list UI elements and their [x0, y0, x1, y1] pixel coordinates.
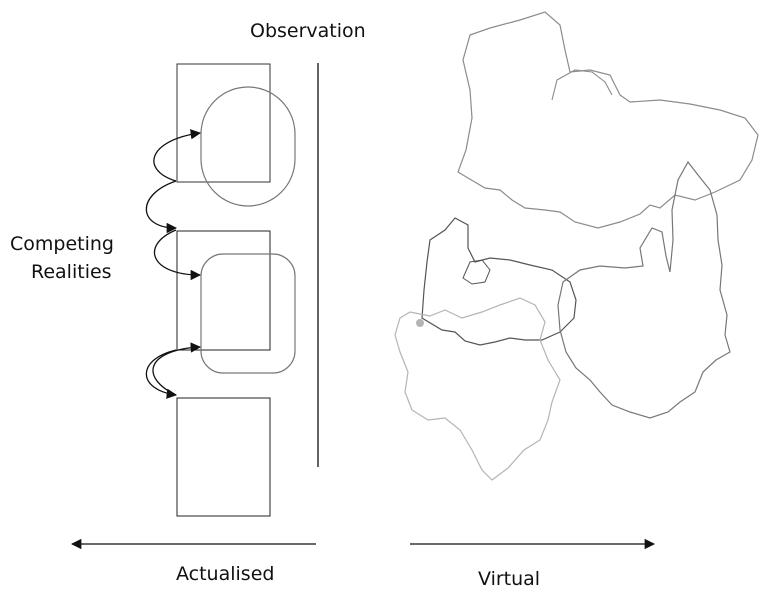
- actualised-box-middle: [176, 230, 271, 351]
- competing-arrow-3: [154, 229, 202, 281]
- virtual-blob-bottom-dot: [416, 319, 424, 327]
- competing-arrow-2: [145, 180, 178, 234]
- virtual-blob-top: [457, 11, 759, 229]
- virtual-blob-middle: [421, 217, 577, 346]
- actualised-box-bottom: [176, 397, 271, 517]
- competing-arrow-5: [152, 342, 202, 396]
- competing-label: Competing: [10, 233, 114, 255]
- observation-label: Observation: [250, 20, 366, 42]
- competing-arrow-4: [145, 349, 178, 399]
- actualised-label: Actualised: [176, 563, 275, 585]
- virtual-rounded-shape-middle: [200, 253, 296, 374]
- actualised-box-top: [176, 63, 271, 183]
- virtual-rounded-shape-top: [200, 86, 296, 207]
- virtual-blob-bottom: [394, 297, 561, 481]
- realities-label: Realities: [31, 261, 112, 283]
- virtual-blob-middle-inner: [462, 259, 491, 285]
- virtual-label: Virtual: [478, 568, 541, 590]
- virtual-blob-right: [557, 160, 731, 419]
- virtual-blob-top-inner: [551, 69, 613, 101]
- competing-arrow-1: [153, 129, 202, 182]
